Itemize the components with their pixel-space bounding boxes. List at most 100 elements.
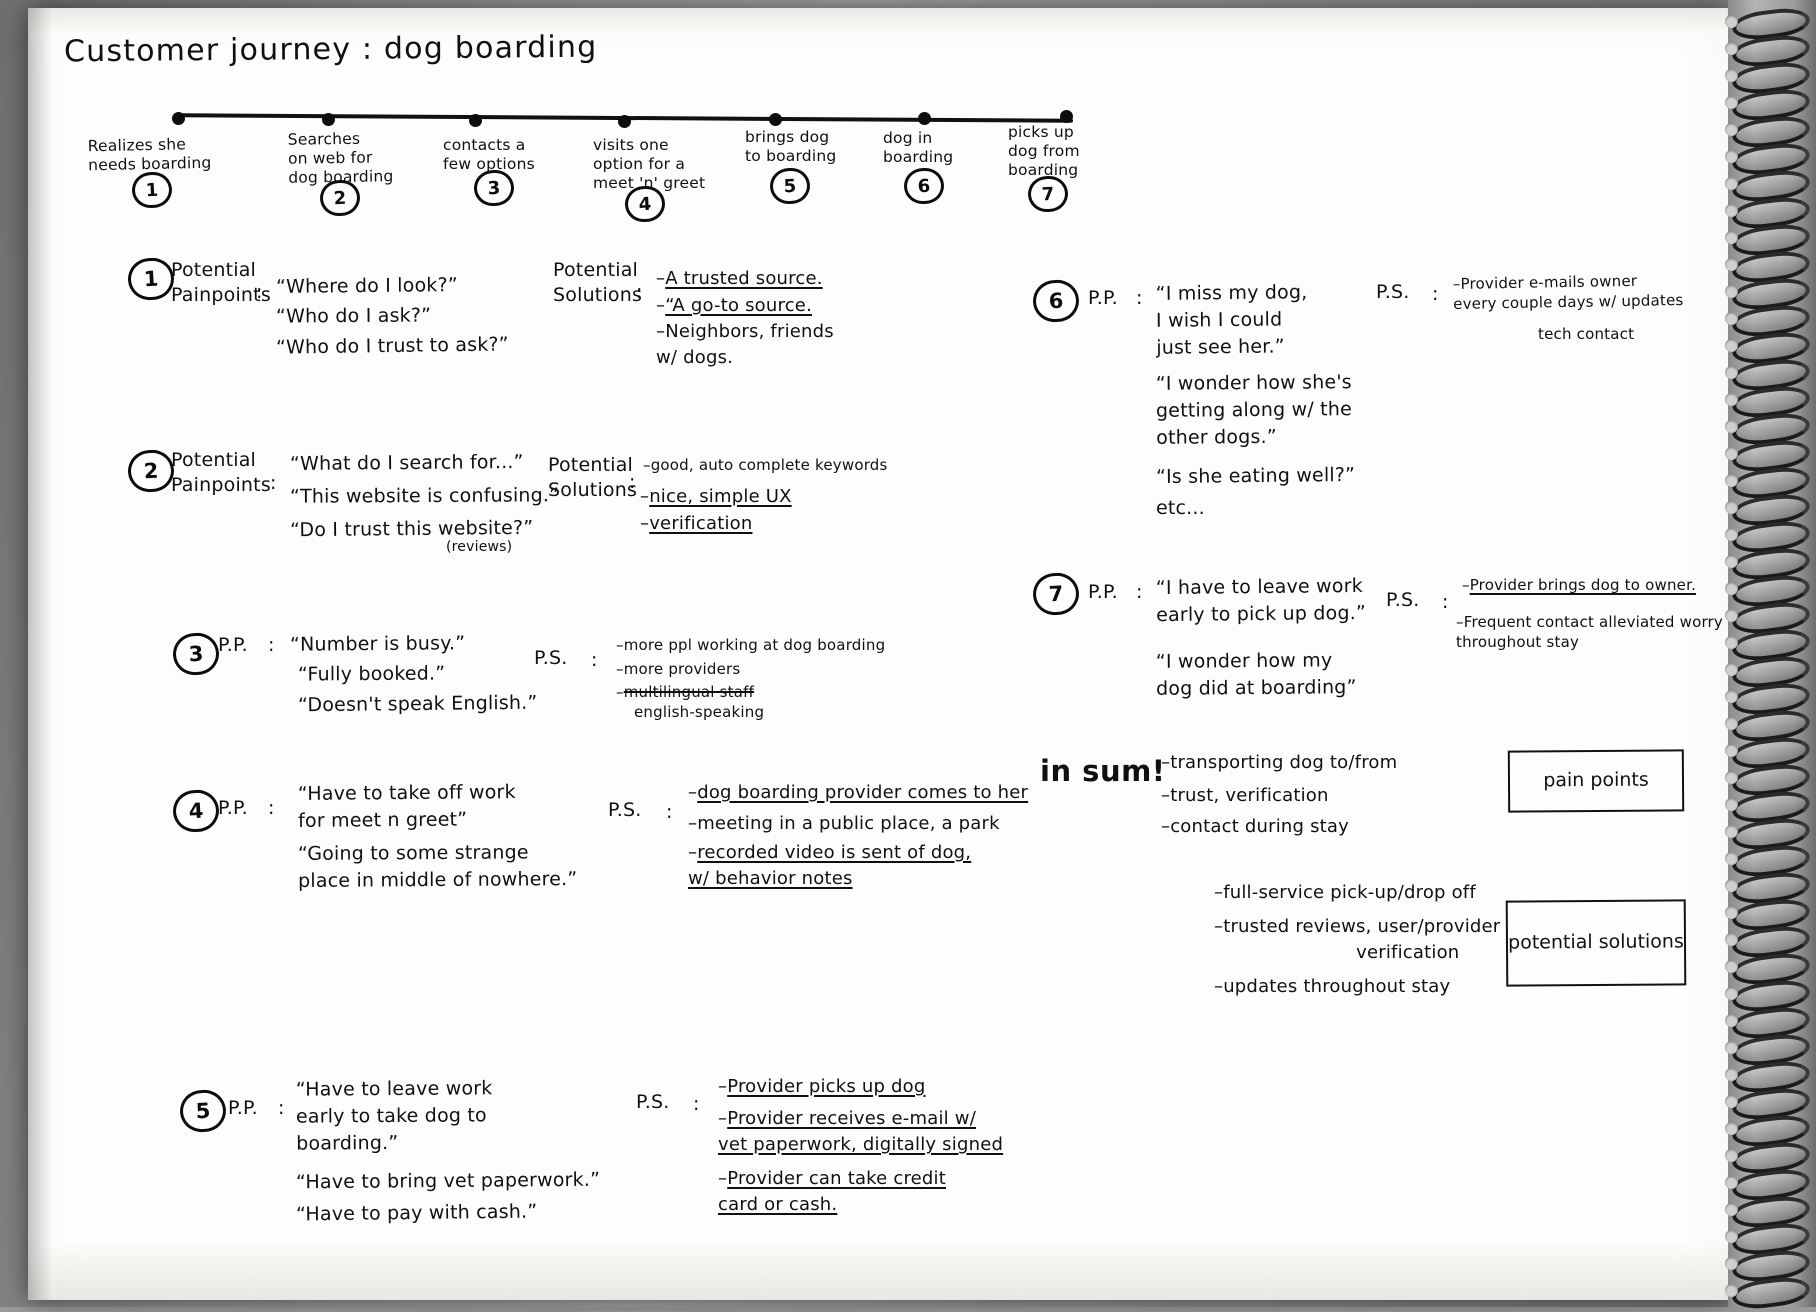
section-2-solution-1: good, auto complete keywords [650, 456, 888, 474]
section-5-painpoint-2: “Have to bring vet paperwork.” [295, 1168, 601, 1194]
section-3-solution-2: more providers [623, 660, 741, 678]
binding-hole [1725, 744, 1738, 757]
section-2-painpoint-2: “This website is confusing.” [289, 484, 560, 508]
section-3-solution-1-dash: –more ppl working at dog boarding [616, 636, 886, 654]
in-sum-heading: in sum! [1040, 754, 1166, 788]
timeline-step-label-2: Searches on web for dog boarding [287, 129, 394, 187]
binding-hole [1725, 1122, 1738, 1135]
section-3-painpoint-1: “Number is busy.” [289, 632, 466, 656]
binding-hole [1725, 204, 1738, 217]
binding-hole [1725, 1203, 1738, 1216]
binding-hole [1725, 1230, 1738, 1243]
binding-hole [1725, 96, 1738, 109]
binding-hole [1725, 393, 1738, 406]
section-5-painpoint-3: “Have to pay with cash.” [295, 1200, 538, 1226]
binding-hole [1725, 717, 1738, 730]
binding-hole [1725, 582, 1738, 595]
section-5-painpoint-1: “Have to leave work early to take dog to… [295, 1077, 493, 1155]
section-5-solution-1-dash: –Provider picks up dog [718, 1076, 926, 1097]
section-7-painpoints-colon: : [1136, 581, 1143, 603]
legend-solutions-box: potential solutions [1505, 899, 1687, 987]
section-2-painpoints-label: Potential Painpoints [171, 449, 271, 496]
binding-hole [1725, 960, 1738, 973]
binding-hole [1725, 474, 1738, 487]
timeline-step-number-6: 6 [903, 166, 945, 206]
section-2-painpoints-colon: : [270, 472, 277, 494]
section-1-painpoint-3: “Who do I trust to ask?” [275, 333, 509, 359]
binding-hole [1725, 609, 1738, 622]
section-2-solutions-label: Potential Solutions [548, 454, 638, 501]
timeline-step-number-7: 7 [1027, 174, 1069, 214]
section-1-solution-3-dash: –Neighbors, friends w/ dogs. [656, 321, 834, 369]
spiral-coil [1730, 1274, 1812, 1312]
section-1-solution-2-dash: –“A go-to source. [656, 295, 812, 316]
section-6-solutions-colon: : [1432, 283, 1439, 305]
binding-hole [1725, 879, 1738, 892]
section-7-painpoint-2: “I wonder how my dog did at boarding” [1155, 649, 1357, 700]
section-4-painpoints-colon: : [268, 797, 275, 819]
spiral-binding: // generated coils are decorative; inser… [1728, 0, 1816, 1312]
binding-hole [1725, 555, 1738, 568]
section-3-solution-1: more ppl working at dog boarding [623, 636, 886, 654]
section-6-solutions-label: P.S. [1376, 281, 1410, 303]
binding-hole [1725, 771, 1738, 784]
section-4-painpoints-label: P.P. [218, 797, 248, 819]
section-7-painpoints-label: P.P. [1088, 581, 1118, 603]
binding-hole [1725, 231, 1738, 244]
section-5-solution-3: Provider can take credit card or cash. [718, 1168, 947, 1216]
binding-hole [1725, 663, 1738, 676]
section-2-solution-2: nice, simple UX [649, 486, 792, 507]
section-5-solutions-colon: : [693, 1093, 700, 1115]
in-sum-solution-2: trusted reviews, user/provider verificat… [1223, 916, 1501, 964]
section-3-painpoints-colon: : [268, 634, 275, 656]
in-sum-solution-1: full-service pick-up/drop off [1223, 882, 1476, 903]
binding-hole [1725, 69, 1738, 82]
in-sum-painpoint-2: trust, verification [1170, 785, 1329, 806]
section-4-solution-1: dog boarding provider comes to her [697, 782, 1029, 803]
binding-hole [1725, 1257, 1738, 1270]
notebook-page: Customer journey : dog boarding Realizes… [28, 8, 1728, 1300]
section-5-solution-2: Provider receives e-mail w/ vet paperwor… [718, 1108, 1004, 1156]
section-3-painpoint-2: “Fully booked.” [297, 662, 446, 686]
section-4-solution-1-dash: –dog boarding provider comes to her [688, 782, 1029, 803]
binding-hole [1725, 447, 1738, 460]
binding-hole [1725, 1095, 1738, 1108]
binding-hole [1725, 825, 1738, 838]
section-6-painpoint-4: etc... [1156, 497, 1205, 519]
timeline-node-1 [172, 112, 185, 125]
binding-hole [1725, 1014, 1738, 1027]
binding-hole [1725, 42, 1738, 55]
section-6-painpoint-1: “I miss my dog, I wish I could just see … [1155, 281, 1308, 359]
in-sum-solution-3-dash: –updates throughout stay [1214, 976, 1451, 997]
binding-hole [1725, 150, 1738, 163]
section-5-painpoints-colon: : [278, 1097, 285, 1119]
timeline-node-4 [618, 115, 631, 128]
section-2-painpoint-1: “What do I search for...” [289, 450, 524, 476]
section-5-painpoints-label: P.P. [228, 1097, 258, 1119]
timeline-node-3 [469, 114, 482, 127]
section-4-painpoint-2: “Going to some strange place in middle o… [297, 841, 578, 892]
binding-hole [1725, 690, 1738, 703]
section-2-solution-2-dash: –nice, simple UX [640, 486, 792, 507]
section-7-solution-2-dash: –Frequent contact alleviated worry throu… [1456, 613, 1724, 651]
binding-hole [1725, 258, 1738, 271]
section-6-painpoints-label: P.P. [1088, 287, 1118, 309]
section-4-solution-3-dash: –recorded video is sent of dog, w/ behav… [688, 842, 972, 890]
section-6-painpoint-3: “Is she eating well?” [1155, 463, 1356, 489]
binding-hole [1725, 636, 1738, 649]
binding-hole [1725, 1149, 1738, 1162]
timeline-node-7 [1060, 110, 1073, 123]
section-5-solution-2-dash: –Provider receives e-mail w/ vet paperwo… [718, 1108, 1004, 1156]
section-6-painpoint-2: “I wonder how she's getting along w/ the… [1155, 371, 1353, 449]
binding-hole [1725, 906, 1738, 919]
timeline-step-label-5: brings dog to boarding [745, 128, 837, 165]
section-1-painpoints-colon: : [256, 281, 263, 303]
section-1-painpoint-2: “Who do I ask?” [275, 304, 432, 328]
section-2-solution-3: verification [649, 513, 753, 534]
section-5-solution-3-dash: –Provider can take credit card or cash. [718, 1168, 947, 1216]
timeline-node-5 [769, 113, 782, 126]
section-1-solution-1: A trusted source. [665, 268, 823, 289]
section-6-solution-1: Provider e-mails owner every couple days… [1453, 271, 1684, 313]
section-1-solutions-label: Potential Solutions [553, 259, 643, 306]
section-3-solutions-colon: : [591, 649, 598, 671]
